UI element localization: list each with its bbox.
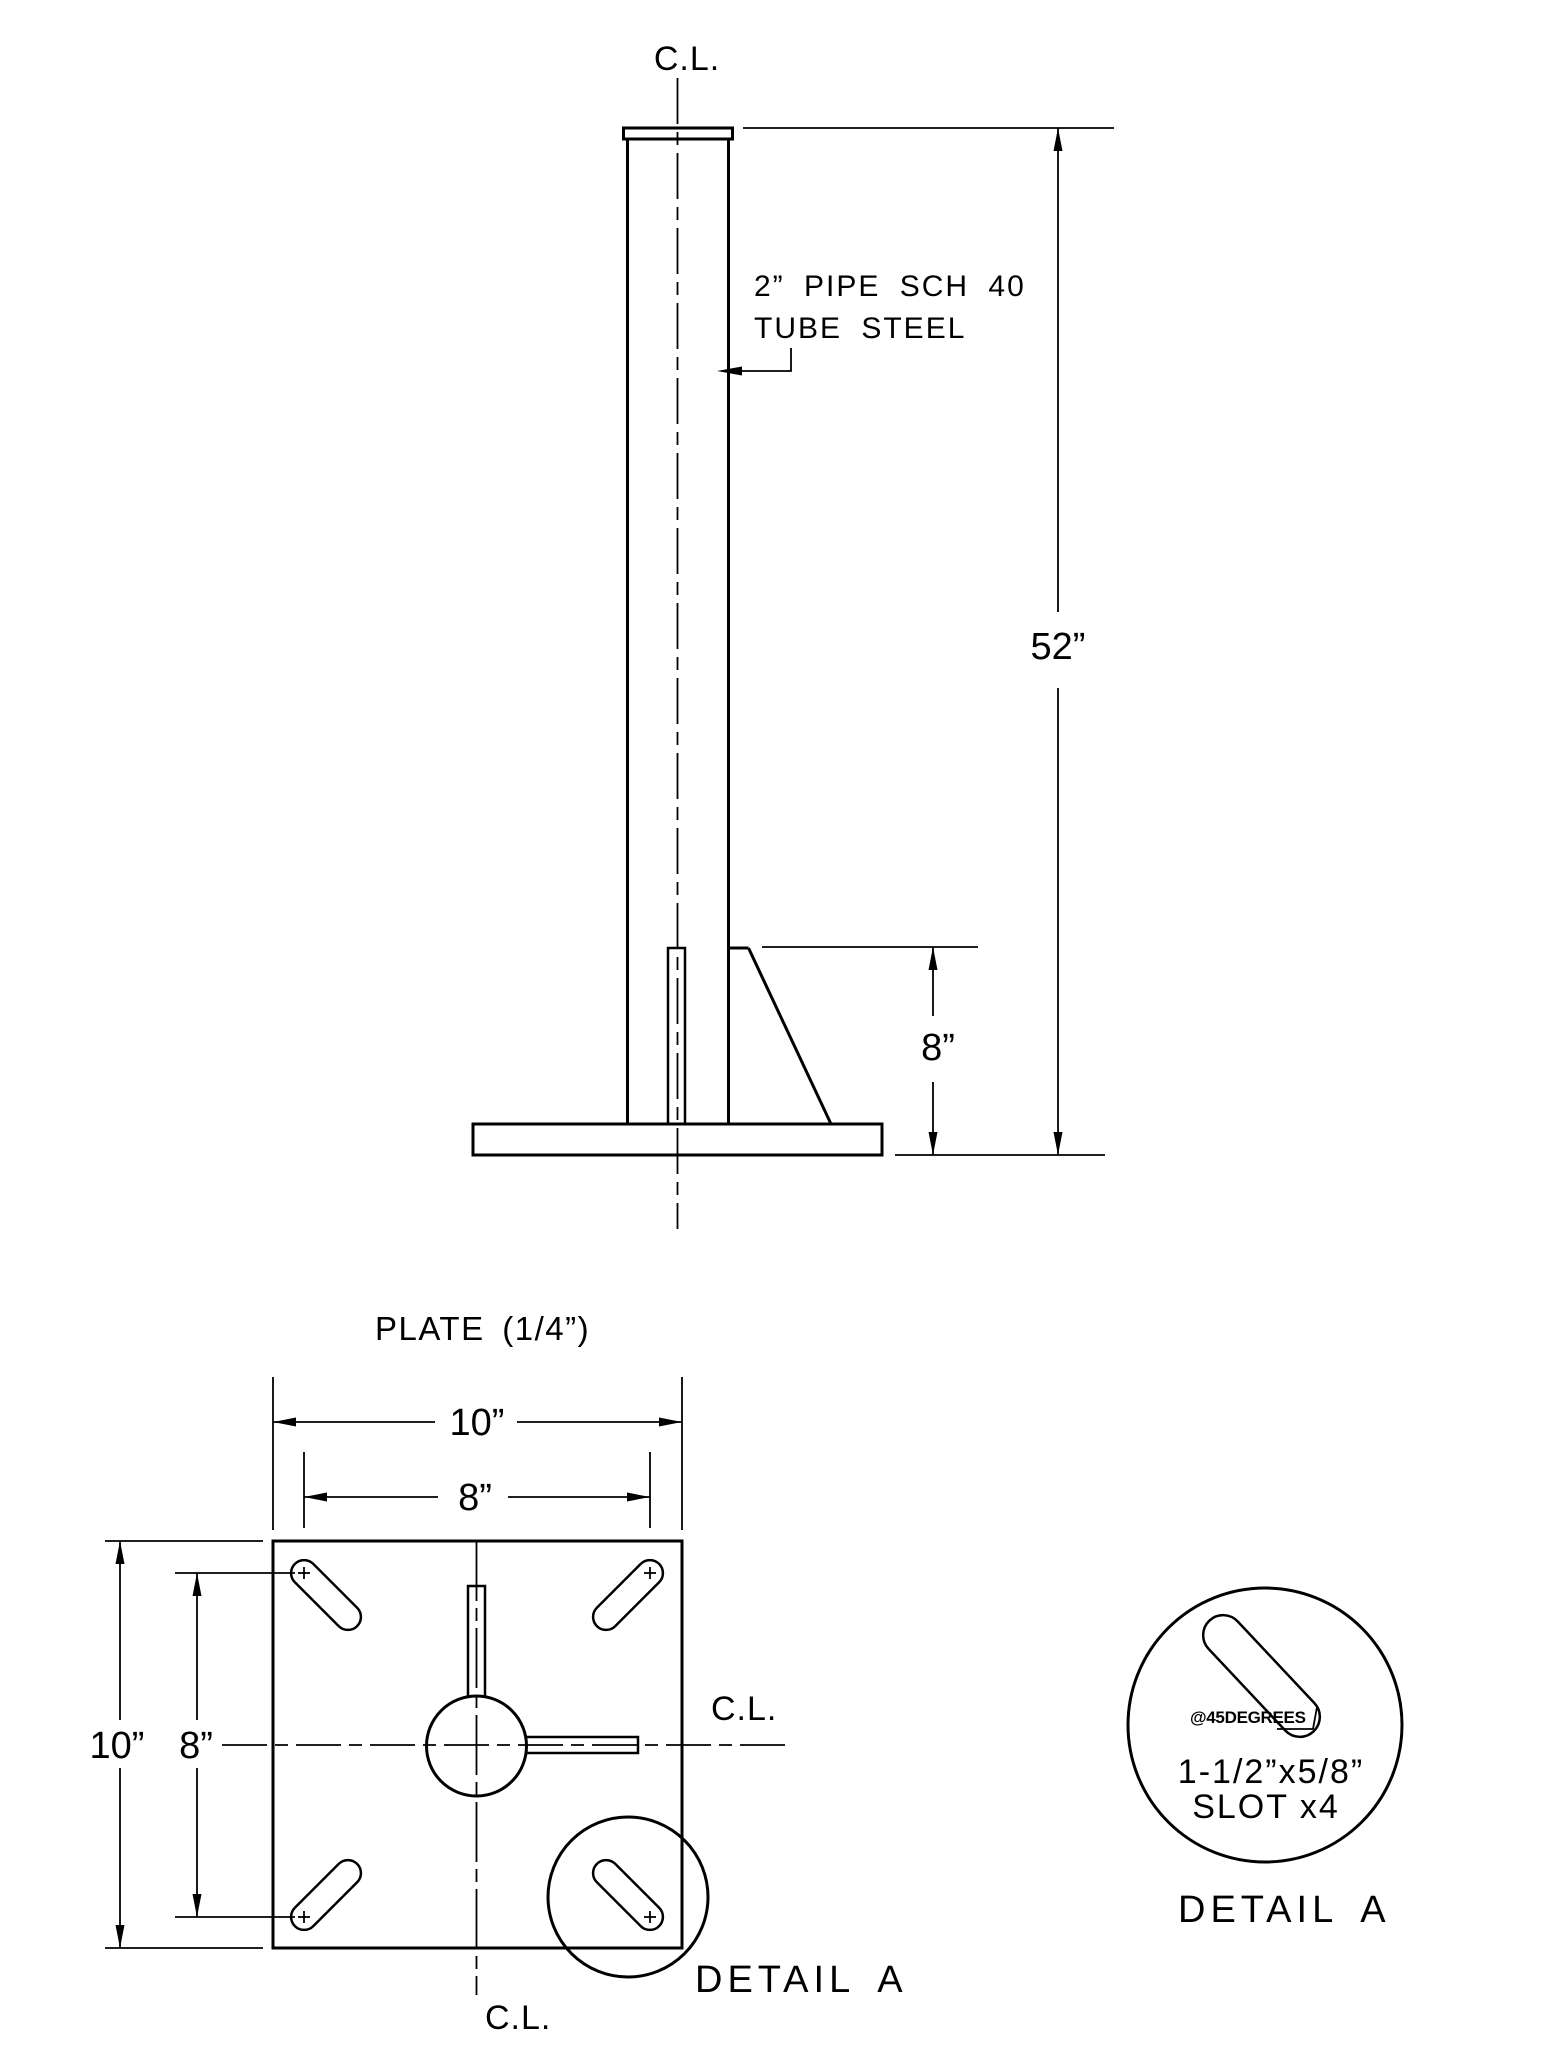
dim-8h-arrow-left-icon xyxy=(304,1492,327,1502)
dim-8-arrow-down-icon xyxy=(928,1132,938,1155)
detail-a-slot-count-note: SLOT x4 xyxy=(1192,1788,1340,1826)
dim-52-arrow-up-icon xyxy=(1053,128,1063,151)
dim-plan-height-10: 10” xyxy=(90,1540,263,1949)
slot-top-left xyxy=(289,1558,363,1632)
dim-10v-value: 10” xyxy=(90,1725,145,1767)
slot-bottom-left xyxy=(289,1858,363,1932)
dim-plan-slot-spacing-h: 8” xyxy=(303,1452,651,1528)
front-gusset-plate xyxy=(666,946,687,1126)
dim-10h-value: 10” xyxy=(450,1402,505,1444)
side-gusset-diagonal xyxy=(747,947,833,1125)
plan-view: PLATE (1/4”) C.L. C.L. DETAIL A xyxy=(90,1310,908,2037)
detail-a-circle xyxy=(1126,1586,1404,1864)
dim-8-arrow-up-icon xyxy=(928,947,938,970)
detail-a-view: @45DEGREES 1-1/2”x5/8” SLOT x4 DETAIL A xyxy=(1126,1586,1404,1931)
detail-a-caption: DETAIL A xyxy=(1178,1889,1391,1931)
plan-centerline-label-bottom: C.L. xyxy=(485,1999,551,2037)
dim-overall-height: 52” xyxy=(743,127,1114,1156)
dim-gusset-height: 8” xyxy=(762,946,978,1155)
plan-centerline-label-right: C.L. xyxy=(711,1690,777,1728)
pipe-note-line1: 2” PIPE SCH 40 xyxy=(754,270,1026,303)
detail-a-slot-size-note: 1-1/2”x5/8” xyxy=(1178,1753,1364,1791)
dim-10h-arrow-left-icon xyxy=(273,1417,296,1427)
detail-a-callout-label: DETAIL A xyxy=(695,1959,908,2001)
dim-52-arrow-down-icon xyxy=(1053,1132,1063,1155)
dim-10h-arrow-right-icon xyxy=(659,1417,682,1427)
pipe-note-line2: TUBE STEEL xyxy=(754,312,966,345)
dim-8h-value: 8” xyxy=(458,1477,492,1519)
detail-a-slot xyxy=(1201,1613,1322,1739)
pipe-note-leader-arrow-icon xyxy=(717,366,742,376)
dim-8v-arrow-up-icon xyxy=(192,1573,202,1596)
elevation-centerline-label: C.L. xyxy=(654,40,720,78)
dim-8v-arrow-down-icon xyxy=(192,1894,202,1917)
slot-top-right xyxy=(591,1558,665,1632)
detail-a-balloon xyxy=(546,1815,710,1979)
slot-bottom-right xyxy=(591,1858,665,1932)
dim-10v-arrow-down-icon xyxy=(115,1925,125,1948)
dim-plan-width-10: 10” xyxy=(272,1377,683,1530)
pipe-note-leader xyxy=(742,348,792,372)
detail-a-watermark: @45DEGREES xyxy=(1190,1708,1306,1727)
elevation-view: C.L. 2” PIPE SCH 40 TUBE STEEL 52” 8” xyxy=(471,40,1114,1229)
dim-plan-slot-spacing-v: 8” xyxy=(175,1572,295,1918)
dim-52-value: 52” xyxy=(1031,626,1086,668)
plan-title: PLATE (1/4”) xyxy=(375,1310,590,1347)
dim-10v-arrow-up-icon xyxy=(115,1541,125,1564)
dim-8v-value: 8” xyxy=(179,1725,213,1767)
dim-8-value: 8” xyxy=(921,1027,955,1069)
detail-a-watermark-leader xyxy=(1277,1706,1318,1730)
slot-center-marks xyxy=(298,1567,656,1923)
dim-8h-arrow-right-icon xyxy=(627,1492,650,1502)
